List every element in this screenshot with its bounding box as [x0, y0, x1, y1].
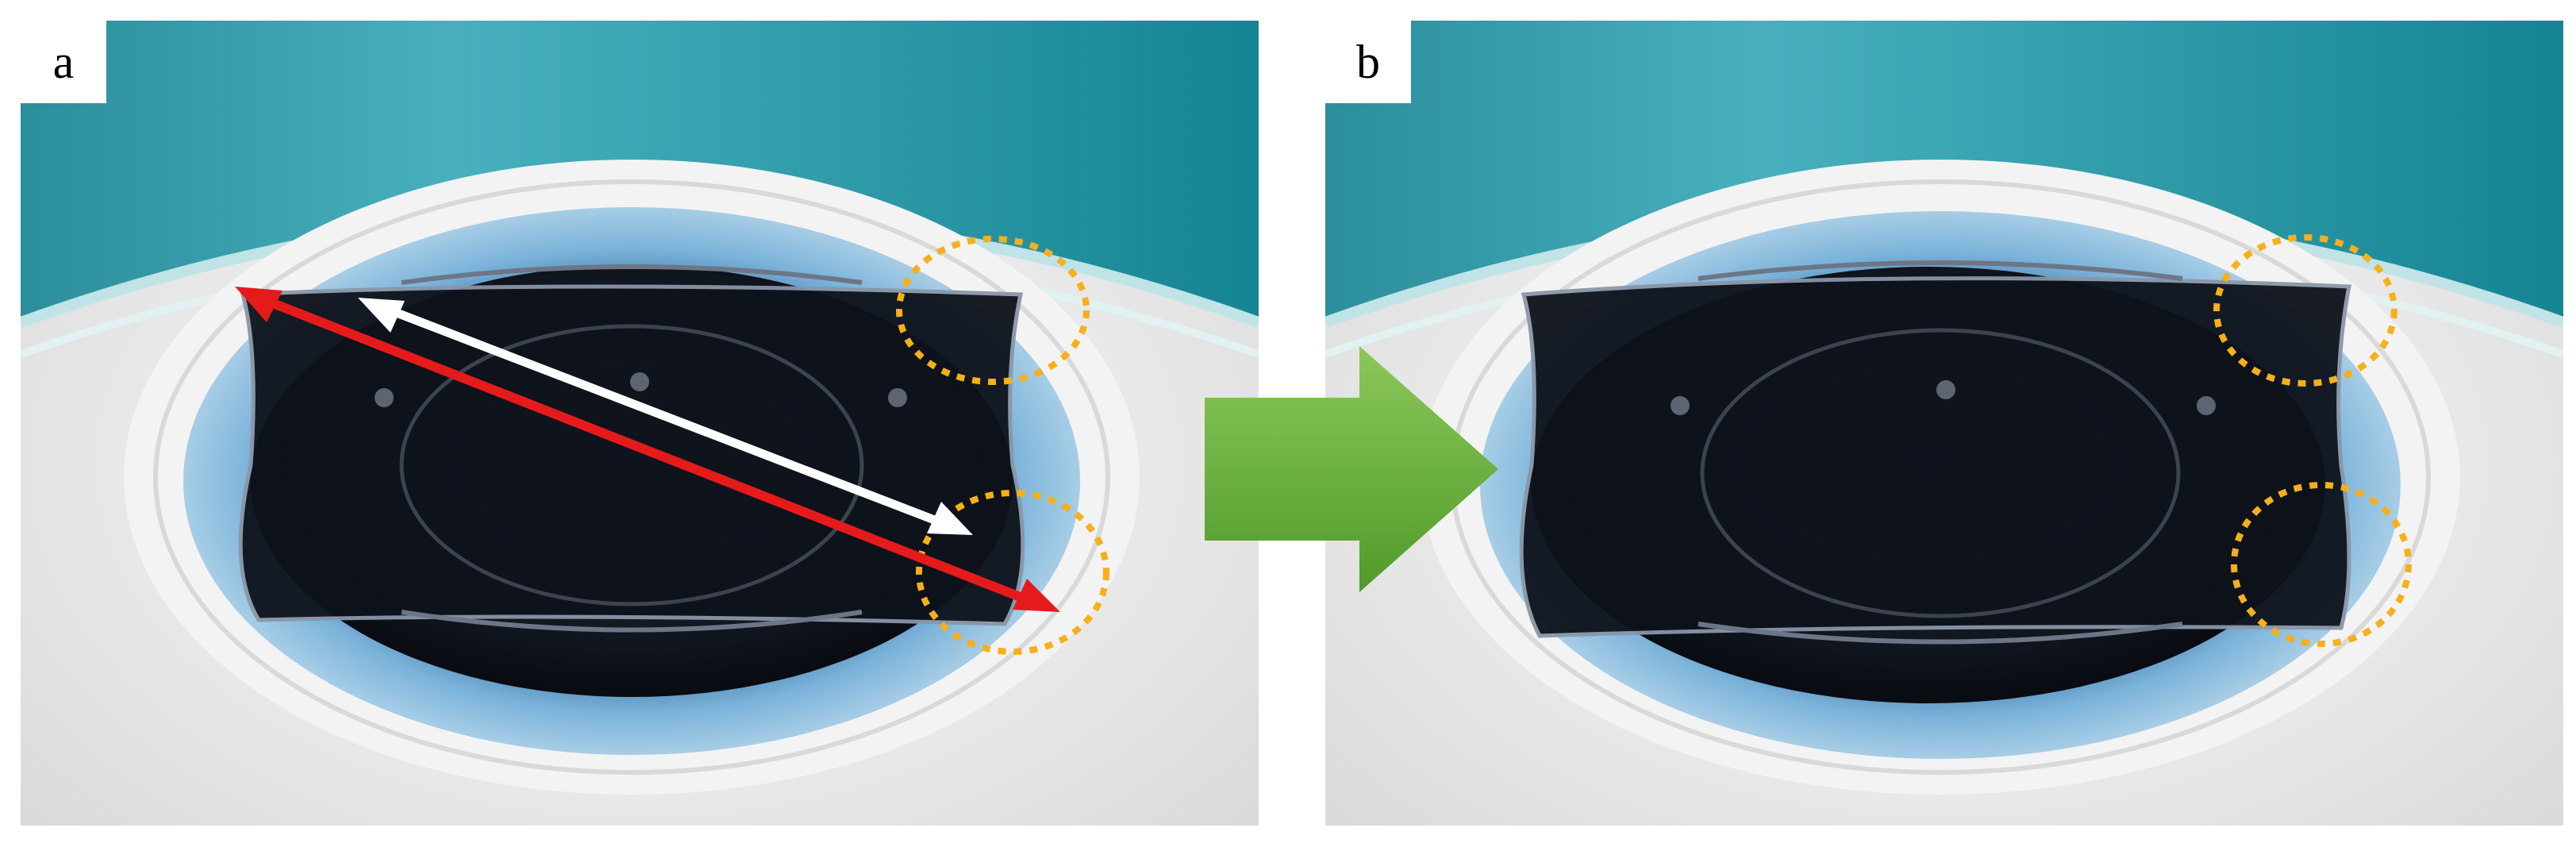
panel-a: a [21, 21, 1259, 826]
double-arrow-icon [235, 287, 1060, 612]
double-arrow-icon [358, 298, 973, 535]
panel-b: b [1325, 21, 2563, 826]
highlight-circle-upper-b [2213, 234, 2397, 387]
panel-label-box-b: b [1325, 21, 1411, 103]
highlight-circle-lower-a [916, 490, 1109, 655]
right-arrow-icon [1205, 346, 1498, 592]
panel-label-b: b [1356, 36, 1380, 88]
highlight-circle-lower-b [2231, 482, 2412, 647]
panel-label-box-a: a [21, 21, 106, 103]
eye-illustration-b [1325, 21, 2563, 826]
eye-illustration-a [21, 21, 1259, 826]
panel-label-a: a [52, 36, 75, 88]
highlight-circle-upper-a [896, 236, 1090, 385]
